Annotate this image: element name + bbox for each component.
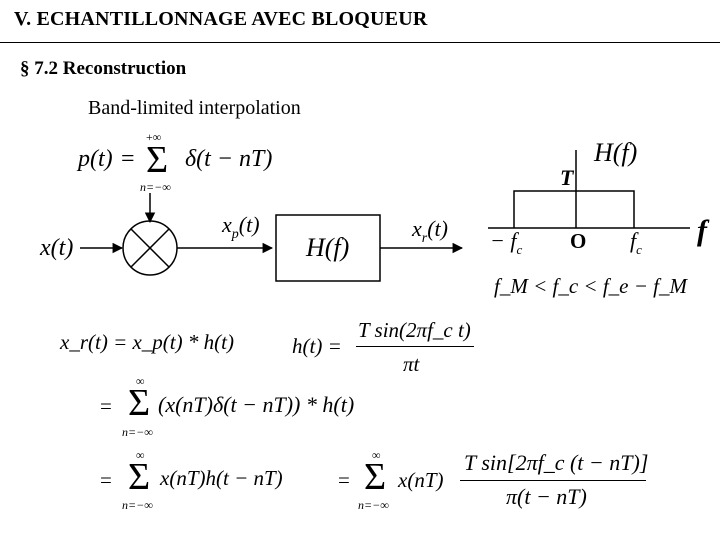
filter-label: H(f) [306,233,350,262]
line3-sum-sigma: Σ [128,456,151,498]
line2-sum-sigma: Σ [128,382,151,424]
impulse-train-rhs: δ(t − nT) [185,146,273,172]
line3-equals: = [100,468,112,492]
line3b-sum-sigma: Σ [364,456,387,498]
line2-sum-lower: n=−∞ [122,425,153,439]
line3-sum-upper: ∞ [136,448,145,462]
gain-label: T [560,165,574,190]
impulse-response-fraction-bar [356,346,474,347]
cutoff-positive-label: fc [630,228,642,257]
impulse-train-equals: = [121,146,135,172]
frequency-axis-label: f [697,214,707,247]
big-fraction-denominator: π(t − nT) [506,484,587,509]
reconstruction-definition: x_r(t) = x_p(t) * h(t) [60,330,234,354]
response-title: H(f) [594,138,638,167]
impulse-response-numerator: T sin(2πf_c t) [358,318,471,342]
input-signal-label: x(t) [40,235,74,261]
multiplier-icon [122,220,178,276]
line3b-term: x(nT) [398,468,444,492]
impulse-sum-upper: +∞ [146,130,162,144]
line2-term: (x(nT)δ(t − nT)) * h(t) [158,392,355,417]
line2-equals: = [100,394,112,418]
big-fraction-numerator: T sin[2πf_c (t − nT)] [464,450,649,475]
line2-sum-upper: ∞ [136,374,145,388]
impulse-sum-sigma: Σ [146,139,169,181]
cutoff-negative-label: − fc [490,228,523,257]
sampled-signal-label: xp(t) [222,212,260,242]
impulse-sum-lower: n=−∞ [140,180,171,194]
impulse-train-lhs: p(t) [78,146,113,172]
impulse-response-lhs: h(t) = [292,334,342,358]
title-divider [0,42,720,43]
line3b-equals: = [338,468,350,492]
big-fraction-bar [460,480,646,481]
line3-term: x(nT)h(t − nT) [160,466,283,490]
subtitle: Band-limited interpolation [88,97,301,119]
origin-label: O [570,229,587,253]
line3-sum-lower: n=−∞ [122,498,153,512]
output-signal-label: xr(t) [412,216,448,246]
ideal-lowpass-response [513,190,635,228]
slide-title: V. ECHANTILLONNAGE AVEC BLOQUEUR [14,8,428,30]
section-heading: § 7.2 Reconstruction [20,58,187,79]
sampling-condition: f_M < f_c < f_e − f_M [494,274,687,298]
line3b-sum-upper: ∞ [372,448,381,462]
line3b-sum-lower: n=−∞ [358,498,389,512]
impulse-response-denominator: πt [403,352,420,376]
